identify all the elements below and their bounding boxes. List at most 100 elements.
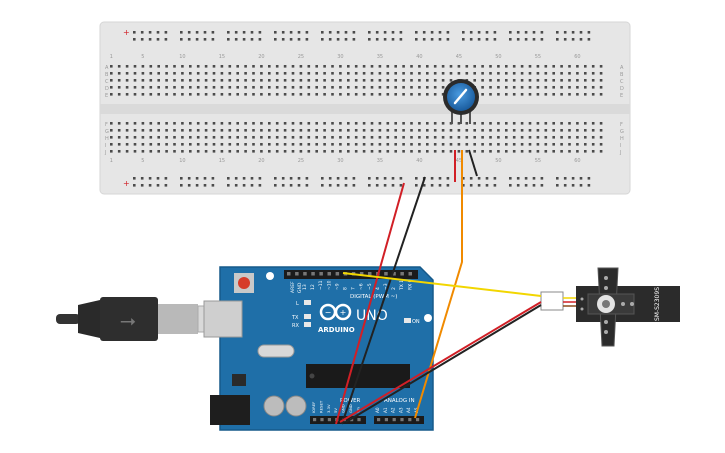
breadboard-hole[interactable] (362, 86, 366, 89)
breadboard-hole[interactable] (141, 86, 145, 89)
rail-hole[interactable] (234, 38, 238, 41)
breadboard-hole[interactable] (568, 143, 571, 146)
rail-hole[interactable] (368, 38, 371, 41)
breadboard-hole[interactable] (402, 122, 405, 125)
rail-hole[interactable] (195, 38, 199, 41)
rail-hole[interactable] (187, 38, 191, 41)
rail-hole[interactable] (524, 177, 528, 180)
rail-hole[interactable] (571, 38, 575, 41)
breadboard-hole[interactable] (141, 93, 145, 96)
breadboard-hole[interactable] (465, 136, 469, 139)
breadboard-hole[interactable] (536, 72, 540, 75)
rail-hole[interactable] (140, 177, 144, 180)
breadboard-hole[interactable] (196, 136, 200, 139)
breadboard-hole[interactable] (441, 72, 445, 75)
breadboard-hole[interactable] (291, 72, 295, 75)
breadboard-hole[interactable] (378, 129, 382, 132)
breadboard-hole[interactable] (157, 65, 160, 68)
breadboard-hole[interactable] (512, 129, 516, 132)
breadboard-hole[interactable] (165, 72, 168, 75)
breadboard-hole[interactable] (536, 86, 540, 89)
rail-hole[interactable] (328, 177, 332, 180)
breadboard-hole[interactable] (110, 79, 113, 82)
breadboard-hole[interactable] (236, 143, 239, 146)
breadboard-hole[interactable] (165, 79, 168, 82)
breadboard-hole[interactable] (117, 93, 121, 96)
rail-hole[interactable] (156, 38, 160, 41)
breadboard-hole[interactable] (465, 150, 469, 153)
breadboard-hole[interactable] (568, 93, 571, 96)
breadboard-hole[interactable] (552, 143, 555, 146)
breadboard-hole[interactable] (260, 79, 263, 82)
rail-hole[interactable] (156, 177, 160, 180)
breadboard-hole[interactable] (117, 65, 121, 68)
breadboard-hole[interactable] (410, 65, 413, 68)
breadboard-hole[interactable] (181, 150, 184, 153)
rail-hole[interactable] (336, 184, 340, 187)
breadboard-hole[interactable] (189, 129, 192, 132)
breadboard-hole[interactable] (584, 122, 587, 125)
rail-hole[interactable] (493, 177, 497, 180)
rail-hole[interactable] (148, 38, 152, 41)
rail-hole[interactable] (516, 177, 520, 180)
breadboard-hole[interactable] (505, 79, 508, 82)
breadboard-hole[interactable] (141, 79, 145, 82)
rail-hole[interactable] (368, 177, 371, 180)
rail-hole[interactable] (556, 31, 559, 34)
breadboard-hole[interactable] (568, 136, 571, 139)
potentiometer[interactable] (443, 79, 479, 124)
rail-hole[interactable] (305, 38, 309, 41)
breadboard-hole[interactable] (497, 129, 500, 132)
breadboard-hole[interactable] (591, 86, 595, 89)
breadboard-hole[interactable] (552, 136, 555, 139)
breadboard-hole[interactable] (599, 150, 603, 153)
breadboard-hole[interactable] (591, 143, 595, 146)
rail-hole[interactable] (422, 38, 426, 41)
breadboard-hole[interactable] (244, 129, 247, 132)
breadboard-hole[interactable] (473, 122, 476, 125)
rail-hole[interactable] (344, 177, 348, 180)
breadboard-hole[interactable] (236, 122, 239, 125)
breadboard-hole[interactable] (362, 129, 366, 132)
breadboard-hole[interactable] (512, 93, 516, 96)
breadboard-hole[interactable] (536, 65, 540, 68)
rail-hole[interactable] (274, 31, 277, 34)
rail-hole[interactable] (563, 184, 567, 187)
breadboard-hole[interactable] (283, 150, 287, 153)
breadboard-hole[interactable] (110, 143, 113, 146)
rail-hole[interactable] (211, 31, 215, 34)
breadboard-hole[interactable] (473, 72, 476, 75)
rail-hole[interactable] (587, 31, 591, 34)
breadboard-hole[interactable] (465, 122, 469, 125)
rail-hole[interactable] (140, 31, 144, 34)
breadboard-hole[interactable] (544, 122, 548, 125)
rail-hole[interactable] (344, 31, 348, 34)
rail-hole[interactable] (422, 184, 426, 187)
breadboard-hole[interactable] (291, 65, 295, 68)
rail-hole[interactable] (571, 31, 575, 34)
breadboard-hole[interactable] (465, 143, 469, 146)
rail-hole[interactable] (305, 177, 309, 180)
analog-pin[interactable] (416, 418, 420, 422)
breadboard-hole[interactable] (110, 65, 113, 68)
rail-hole[interactable] (532, 184, 536, 187)
rail-hole[interactable] (227, 184, 230, 187)
breadboard-hole[interactable] (512, 150, 516, 153)
breadboard-hole[interactable] (141, 65, 145, 68)
breadboard-hole[interactable] (536, 129, 540, 132)
breadboard-hole[interactable] (244, 93, 247, 96)
breadboard-hole[interactable] (441, 79, 445, 82)
breadboard-hole[interactable] (418, 136, 421, 139)
breadboard-hole[interactable] (299, 86, 303, 89)
breadboard-hole[interactable] (441, 65, 445, 68)
rail-hole[interactable] (274, 184, 277, 187)
breadboard-hole[interactable] (457, 136, 461, 139)
breadboard-hole[interactable] (584, 79, 587, 82)
breadboard-hole[interactable] (505, 150, 508, 153)
rail-hole[interactable] (211, 38, 215, 41)
breadboard-hole[interactable] (220, 122, 224, 125)
power-pin[interactable] (357, 418, 361, 422)
breadboard-hole[interactable] (449, 72, 453, 75)
rail-hole[interactable] (133, 38, 136, 41)
breadboard-hole[interactable] (149, 129, 153, 132)
